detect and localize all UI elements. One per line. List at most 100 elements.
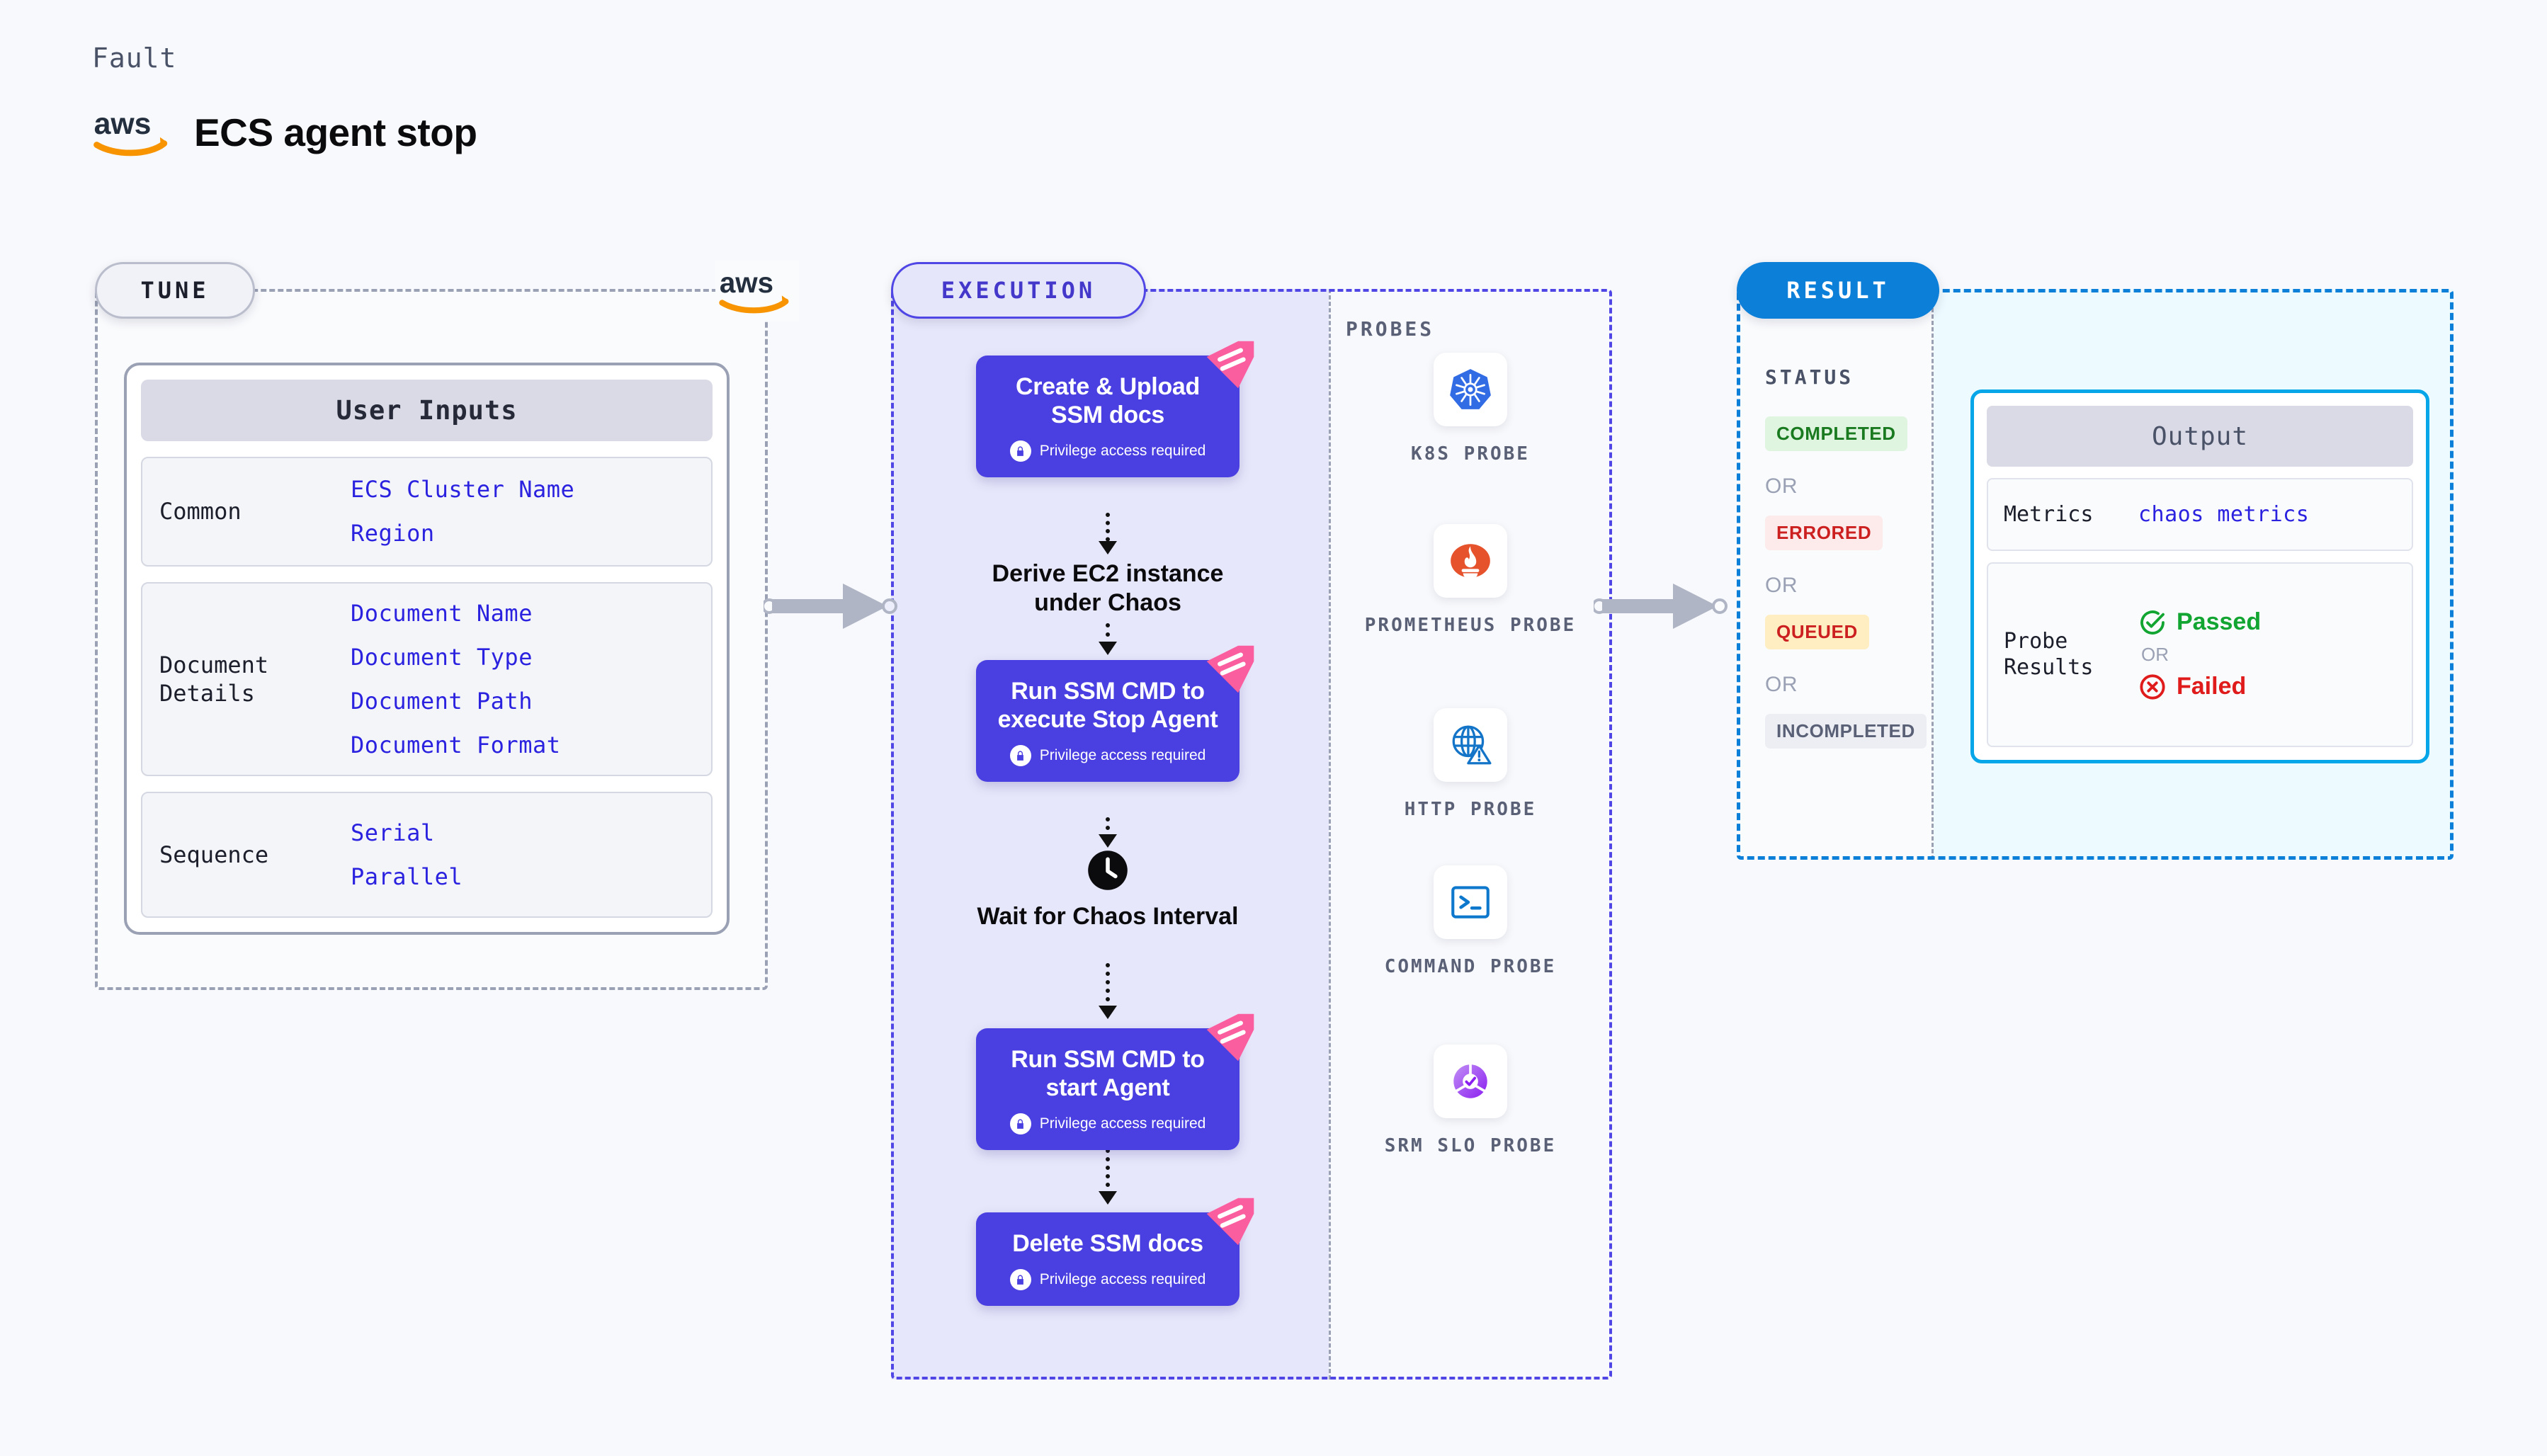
probe-result-label: Failed bbox=[2177, 673, 2247, 700]
probe-results-stack: Passed OR Failed bbox=[2138, 608, 2261, 701]
input-group-document-details: Document Details Document Name Document … bbox=[141, 582, 713, 777]
prometheus-icon bbox=[1451, 544, 1490, 579]
flow-node-title: Run SSM CMD to execute Stop Agent bbox=[997, 678, 1218, 734]
flow-node-title: Run SSM CMD to start Agent bbox=[1011, 1046, 1205, 1102]
check-circle-icon bbox=[2140, 610, 2165, 635]
probe-label: PROMETHEUS PROBE bbox=[1364, 615, 1577, 636]
svg-text:aws: aws bbox=[720, 268, 773, 299]
probe-result-failed: Failed bbox=[2138, 673, 2261, 701]
flow-node-run-ssm-cmd-start-agent[interactable]: Run SSM CMD to start Agent Privilege acc… bbox=[976, 1013, 1254, 1151]
flow-step-derive-ec2-instance: Derive EC2 instance under Chaos bbox=[976, 559, 1240, 618]
harness-ribbon-icon bbox=[1206, 1198, 1254, 1246]
lock-icon bbox=[1009, 1113, 1031, 1135]
tune-provider-badge: aws bbox=[715, 261, 799, 322]
flow-connector-arrowhead bbox=[1099, 642, 1117, 655]
flow-node-run-ssm-cmd-stop-agent[interactable]: Run SSM CMD to execute Stop Agent Privil… bbox=[976, 645, 1254, 783]
flow-connector-arrowhead bbox=[1099, 541, 1117, 554]
input-group-sequence: Sequence Serial Parallel bbox=[141, 792, 713, 918]
clock-icon bbox=[1088, 851, 1128, 890]
privilege-note: Privilege access required bbox=[990, 440, 1225, 462]
flow-connector bbox=[1106, 1149, 1110, 1195]
flow-connector bbox=[1106, 963, 1110, 1010]
http-globe-warning-icon bbox=[1452, 725, 1492, 765]
input-group-label: Common bbox=[159, 498, 242, 525]
input-value[interactable]: Document Type bbox=[351, 644, 533, 671]
privilege-text: Privilege access required bbox=[1039, 1271, 1206, 1288]
stage-tag-tune: TUNE bbox=[95, 262, 255, 319]
flow-step-wait-for-chaos-interval: Wait for Chaos Interval bbox=[976, 850, 1240, 931]
probe-tile bbox=[1434, 865, 1507, 939]
probes-section-label: PROBES bbox=[1346, 317, 1435, 341]
probe-result-passed: Passed bbox=[2138, 608, 2261, 637]
input-value[interactable]: Region bbox=[351, 520, 435, 547]
input-group-values: Serial Parallel bbox=[351, 819, 463, 890]
aws-logo-icon: aws bbox=[719, 268, 789, 314]
srm-slo-icon bbox=[1453, 1063, 1487, 1098]
metrics-value[interactable]: chaos metrics bbox=[2138, 501, 2310, 527]
aws-logo-icon: aws bbox=[93, 108, 168, 157]
stage-tag-execution: EXECUTION bbox=[891, 262, 1146, 319]
harness-ribbon-icon bbox=[1206, 341, 1254, 389]
flow-connector bbox=[1106, 513, 1110, 550]
probe-item-http[interactable]: HTTP PROBE bbox=[1364, 708, 1577, 822]
probe-tile bbox=[1434, 1045, 1507, 1118]
x-circle-icon bbox=[2140, 674, 2165, 700]
probes-column bbox=[1329, 289, 1612, 1380]
input-value[interactable]: Serial bbox=[351, 819, 435, 847]
probe-item-prometheus[interactable]: PROMETHEUS PROBE bbox=[1364, 524, 1577, 638]
stage-arrow-tune-to-execution bbox=[764, 584, 897, 629]
flow-node-delete-ssm-docs[interactable]: Delete SSM docs Privilege access require… bbox=[976, 1198, 1254, 1307]
privilege-text: Privilege access required bbox=[1039, 1115, 1206, 1132]
status-badge-incompleted: INCOMPLETED bbox=[1765, 714, 1927, 749]
privilege-note: Privilege access required bbox=[990, 1113, 1225, 1135]
input-value[interactable]: Document Name bbox=[351, 600, 533, 627]
status-or-label: OR bbox=[1765, 574, 1798, 597]
probe-item-k8s[interactable]: K8S PROBE bbox=[1364, 353, 1577, 467]
input-group-values: Document Name Document Type Document Pat… bbox=[351, 600, 560, 758]
privilege-note: Privilege access required bbox=[990, 1269, 1225, 1291]
status-badge-queued: QUEUED bbox=[1765, 615, 1869, 649]
title-row: aws ECS agent stop bbox=[92, 108, 477, 157]
kubernetes-icon bbox=[1450, 369, 1491, 409]
probe-label: HTTP PROBE bbox=[1404, 799, 1537, 820]
result-status-column bbox=[1737, 289, 1934, 860]
flow-node-title: Delete SSM docs bbox=[1012, 1230, 1203, 1257]
input-group-common: Common ECS Cluster Name Region bbox=[141, 456, 713, 567]
user-inputs-title: User Inputs bbox=[141, 380, 713, 441]
input-value[interactable]: Parallel bbox=[351, 863, 463, 891]
status-badge-completed: COMPLETED bbox=[1765, 416, 1907, 451]
probe-tile bbox=[1434, 353, 1507, 426]
output-card: Output Metrics chaos metrics Probe Resul… bbox=[1970, 389, 2429, 763]
status-badge-errored: ERRORED bbox=[1765, 516, 1883, 550]
lock-icon bbox=[1009, 1269, 1031, 1291]
input-value[interactable]: ECS Cluster Name bbox=[351, 476, 575, 504]
page-title: ECS agent stop bbox=[194, 110, 477, 154]
fault-label: Fault bbox=[92, 42, 177, 74]
execution-region bbox=[891, 289, 1612, 1380]
input-value[interactable]: Document Path bbox=[351, 688, 533, 715]
flow-connector-arrowhead bbox=[1099, 1006, 1117, 1019]
probe-label: COMMAND PROBE bbox=[1384, 956, 1557, 977]
probe-tile bbox=[1434, 708, 1507, 782]
harness-ribbon-icon bbox=[1206, 645, 1254, 693]
flow-connector-arrowhead bbox=[1099, 834, 1117, 848]
user-inputs-card: User Inputs Common ECS Cluster Name Regi… bbox=[124, 363, 730, 935]
flow-connector bbox=[1106, 623, 1110, 646]
flow-node-create-upload-ssm-docs[interactable]: Create & Upload SSM docs Privilege acces… bbox=[976, 341, 1254, 478]
probe-label: K8S PROBE bbox=[1411, 443, 1530, 465]
probe-item-srm-slo[interactable]: SRM SLO PROBE bbox=[1364, 1045, 1577, 1159]
status-or-label: OR bbox=[1765, 673, 1798, 696]
lock-icon bbox=[1009, 440, 1031, 462]
probe-tile bbox=[1434, 524, 1507, 598]
page-header: Fault aws ECS agent stop bbox=[92, 42, 477, 157]
output-title: Output bbox=[1987, 406, 2413, 467]
status-or-label: OR bbox=[1765, 474, 1798, 498]
input-group-label: Document Details bbox=[159, 651, 269, 707]
probe-item-command[interactable]: COMMAND PROBE bbox=[1364, 865, 1577, 979]
terminal-icon bbox=[1451, 886, 1490, 918]
output-row-probe-results: Probe Results Passed OR Failed bbox=[1987, 562, 2413, 747]
input-value[interactable]: Document Format bbox=[351, 732, 561, 759]
harness-ribbon-icon bbox=[1206, 1013, 1254, 1062]
status-section-label: STATUS bbox=[1765, 365, 1854, 389]
privilege-note: Privilege access required bbox=[990, 745, 1225, 767]
